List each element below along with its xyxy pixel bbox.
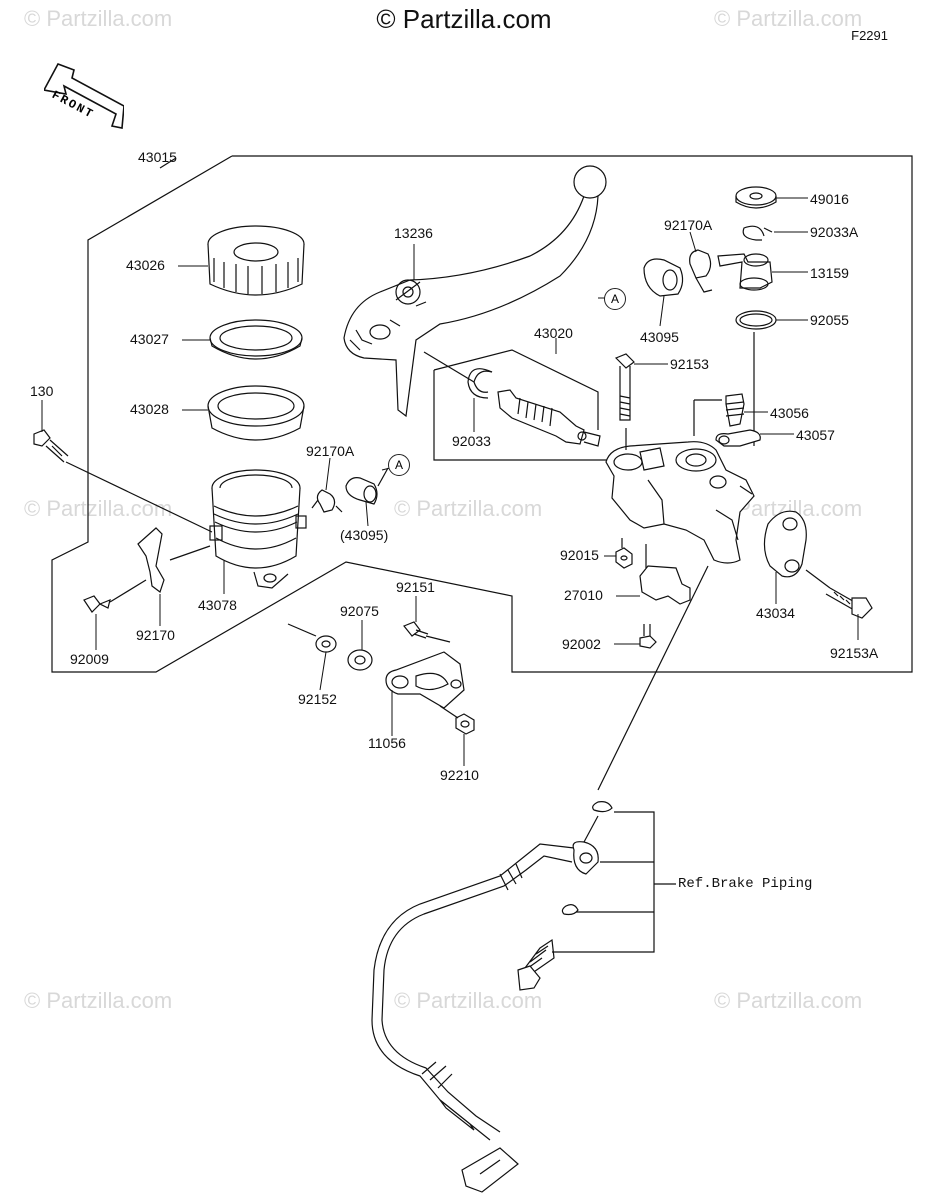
part-label-43027[interactable]: 43027: [130, 331, 169, 347]
part-label-92002[interactable]: 92002: [562, 636, 601, 652]
watermark: © Partzilla.com: [24, 988, 173, 1013]
part-label-43078[interactable]: 43078: [198, 597, 237, 613]
front-arrow-icon: [44, 63, 124, 129]
part-label-92153[interactable]: 92153: [670, 356, 709, 372]
part-label-92170a-right[interactable]: 92170A: [664, 217, 713, 233]
ref-brake-piping-note[interactable]: Ref.Brake Piping: [678, 876, 813, 892]
part-label-43028[interactable]: 43028: [130, 401, 169, 417]
part-label-92055[interactable]: 92055: [810, 312, 849, 328]
figure-code: F2291: [851, 28, 888, 43]
part-label-43015[interactable]: 43015: [138, 149, 177, 165]
part-label-43026[interactable]: 43026: [126, 257, 165, 273]
part-label-92015[interactable]: 92015: [560, 547, 599, 563]
part-label-11056[interactable]: 11056: [368, 735, 406, 751]
part-label-43057[interactable]: 43057: [796, 427, 835, 443]
watermark: © Partzilla.com: [394, 496, 543, 521]
part-label-43095[interactable]: 43095: [640, 329, 679, 345]
part-label-43020[interactable]: 43020: [534, 325, 573, 341]
part-label-13159[interactable]: 13159: [810, 265, 849, 281]
part-label-43034[interactable]: 43034: [756, 605, 795, 621]
part-label-92009[interactable]: 92009: [70, 651, 109, 667]
part-label-92170a-left[interactable]: 92170A: [306, 443, 355, 459]
watermark: © Partzilla.com: [714, 6, 863, 31]
callout-a-left: A: [388, 454, 410, 476]
part-label-43095-paren[interactable]: (43095): [340, 527, 389, 543]
part-label-13236[interactable]: 13236: [394, 225, 433, 241]
part-label-130[interactable]: 130: [30, 383, 54, 399]
part-label-49016[interactable]: 49016: [810, 191, 849, 207]
part-label-92152[interactable]: 92152: [298, 691, 337, 707]
part-label-92033a[interactable]: 92033A: [810, 224, 859, 240]
part-label-92153a[interactable]: 92153A: [830, 645, 879, 661]
part-label-92151[interactable]: 92151: [396, 579, 435, 595]
part-label-27010[interactable]: 27010: [564, 587, 603, 603]
part-label-92075[interactable]: 92075: [340, 603, 379, 619]
watermark: © Partzilla.com: [714, 988, 863, 1013]
page-title: © Partzilla.com: [376, 4, 552, 34]
watermark: © Partzilla.com: [24, 496, 173, 521]
part-label-92170[interactable]: 92170: [136, 627, 175, 643]
part-label-43056[interactable]: 43056: [770, 405, 809, 421]
watermark: © Partzilla.com: [394, 988, 543, 1013]
part-label-92210[interactable]: 92210: [440, 767, 479, 783]
part-label-92033[interactable]: 92033: [452, 433, 491, 449]
watermark: © Partzilla.com: [24, 6, 173, 31]
callout-a-right: A: [604, 288, 626, 310]
